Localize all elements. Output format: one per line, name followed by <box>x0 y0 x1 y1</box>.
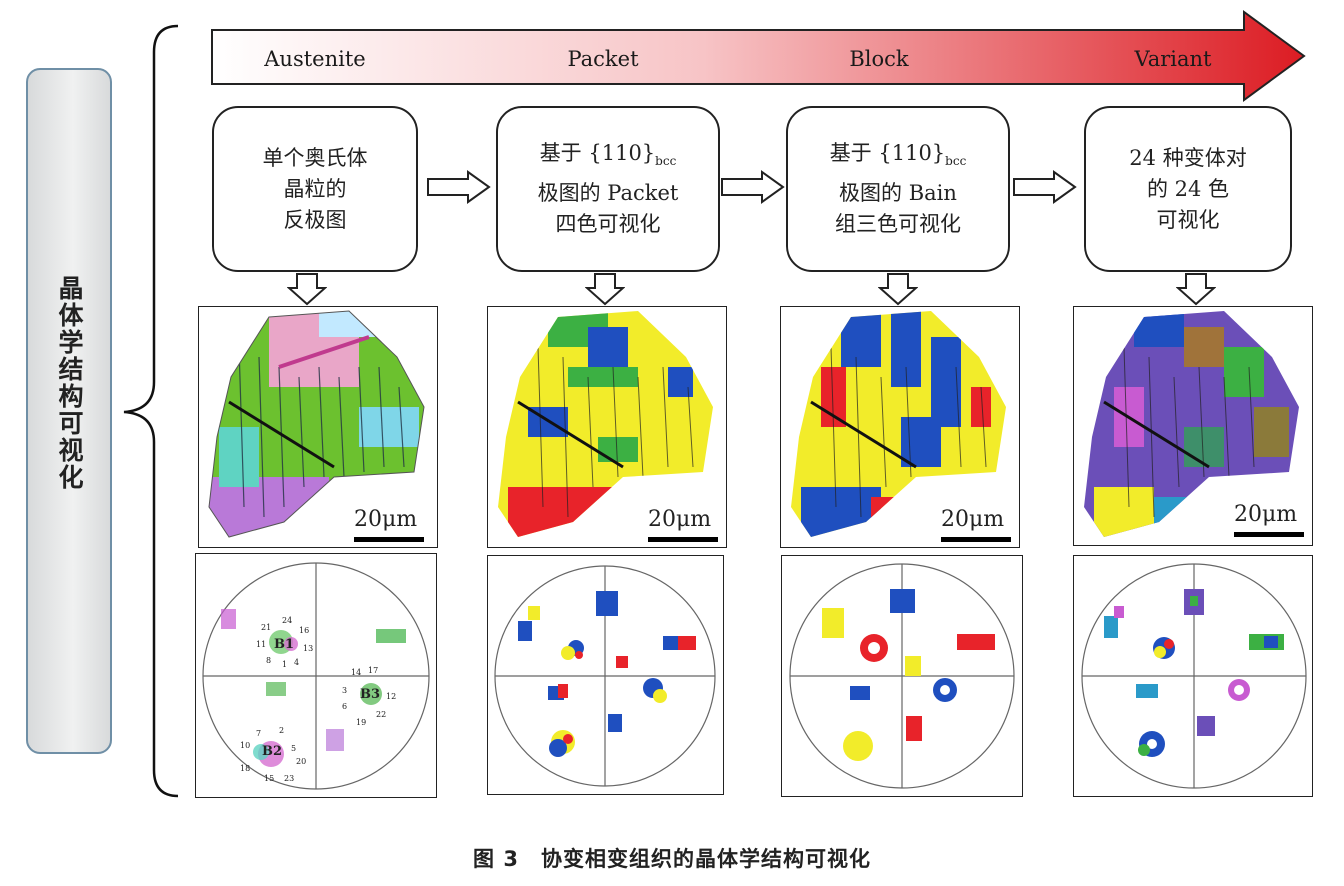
pole-num-15: 15 <box>264 774 275 783</box>
pole-num-1: 1 <box>282 660 288 669</box>
stage-packet: Packet <box>567 47 639 71</box>
down-arrow-4 <box>1176 273 1216 306</box>
box-austenite-description: 单个奥氏体 晶粒的 反极图 <box>212 106 418 272</box>
pole-num-6: 6 <box>342 702 348 711</box>
down-arrow-3 <box>878 273 918 306</box>
pole-num-3: 3 <box>342 686 348 695</box>
box-variant-description: 24 种变体对 的 24 色 可视化 <box>1084 106 1292 272</box>
scale-label-variant: 20μm <box>1234 502 1298 527</box>
pole-num-12: 12 <box>386 692 397 701</box>
side-label-text: 晶体学结构可视化 <box>55 275 84 491</box>
scale-label-austenite: 20μm <box>354 507 418 532</box>
box2-line3: 四色可视化 <box>555 211 661 236</box>
pole-num-2: 2 <box>279 726 285 735</box>
pole-figure-variant-plot <box>1081 563 1307 789</box>
pole-num-8: 8 <box>266 656 272 665</box>
scale-label-block: 20μm <box>941 507 1005 532</box>
figure-caption: 图 3 协变相变组织的晶体学结构可视化 <box>473 847 871 871</box>
pole-label-b2: B2 <box>262 744 283 759</box>
micrograph-austenite: 20μm <box>198 306 438 548</box>
pole-figure-block-plot <box>789 563 1015 789</box>
pole-num-11: 11 <box>256 640 267 649</box>
box-block-description: 基于 {110}bcc 极图的 Bain 组三色可视化 <box>786 106 1010 272</box>
pole-num-21: 21 <box>261 623 272 632</box>
pole-figure-austenite-plot <box>202 562 430 790</box>
stage-block: Block <box>849 47 909 71</box>
micrograph-block: 20μm <box>780 306 1020 548</box>
box4-line1: 24 种变体对 <box>1129 145 1247 170</box>
pole-num-23: 23 <box>284 774 295 783</box>
down-arrow-1 <box>287 273 327 306</box>
pole-figure-packet <box>487 555 724 795</box>
block-grain-map <box>791 311 1006 537</box>
micrograph-variant: 20μm <box>1073 306 1313 546</box>
side-label-box: 晶体学结构可视化 <box>26 68 112 754</box>
scale-bar-austenite <box>354 537 424 542</box>
curly-brace <box>123 24 179 798</box>
scale-label-packet: 20μm <box>648 507 712 532</box>
box4-line3: 可视化 <box>1156 207 1220 232</box>
pole-num-7: 7 <box>256 729 262 738</box>
box1-line2: 晶粒的 <box>283 176 347 201</box>
pole-num-13: 13 <box>303 644 314 653</box>
stage-variant: Variant <box>1134 47 1212 71</box>
pole-num-16: 16 <box>299 626 310 635</box>
pole-num-4: 4 <box>294 658 300 667</box>
variant-grain-map <box>1084 311 1299 537</box>
progression-arrow <box>211 10 1306 102</box>
pole-num-17: 17 <box>368 666 379 675</box>
pole-num-22: 22 <box>376 710 387 719</box>
pole-num-10: 10 <box>240 741 251 750</box>
pole-figure-variant <box>1073 555 1313 797</box>
box3-line3: 组三色可视化 <box>834 211 961 236</box>
pole-label-b1: B1 <box>274 637 295 652</box>
pole-label-b3: B3 <box>360 687 381 702</box>
pole-figure-austenite: B1 B3 B2 21 24 16 11 13 8 1 4 14 17 3 12… <box>195 553 437 798</box>
pole-figure-block <box>781 555 1023 797</box>
right-arrow-3 <box>1013 170 1077 204</box>
box2-line2: 极图的 Packet <box>537 180 679 205</box>
box4-line2: 的 24 色 <box>1146 176 1230 201</box>
stage-austenite: Austenite <box>264 47 366 71</box>
box2-line1: 基于 {110}bcc <box>539 141 677 169</box>
pole-num-5: 5 <box>291 744 297 753</box>
pole-num-14: 14 <box>351 668 362 677</box>
pole-num-18: 18 <box>240 764 251 773</box>
micrograph-packet: 20μm <box>487 306 727 548</box>
box3-line2: 极图的 Bain <box>839 180 957 205</box>
right-arrow-2 <box>721 170 785 204</box>
pole-num-19: 19 <box>356 718 367 727</box>
scale-bar-block <box>941 537 1011 542</box>
box1-line3: 反极图 <box>283 207 347 232</box>
packet-grain-map <box>498 311 713 537</box>
right-arrow-1 <box>427 170 491 204</box>
pole-figure-packet-plot <box>494 565 716 787</box>
scale-bar-packet <box>648 537 718 542</box>
pole-num-24: 24 <box>282 616 293 625</box>
box3-line1: 基于 {110}bcc <box>829 141 967 169</box>
box-packet-description: 基于 {110}bcc 极图的 Packet 四色可视化 <box>496 106 720 272</box>
austenite-grain-map <box>208 310 425 538</box>
down-arrow-2 <box>585 273 625 306</box>
scale-bar-variant <box>1234 532 1304 537</box>
pole-num-20: 20 <box>296 757 307 766</box>
box1-line1: 单个奥氏体 <box>262 145 368 170</box>
